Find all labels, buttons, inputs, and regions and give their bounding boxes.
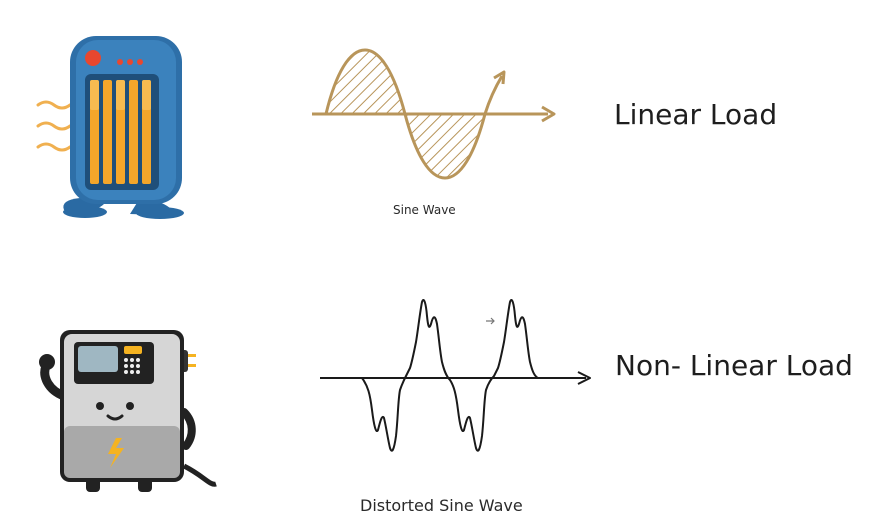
distorted-sine-wave-caption: Distorted Sine Wave <box>360 496 523 515</box>
linear-load-label: Linear Load <box>614 98 778 131</box>
small-arrow-icon <box>486 317 495 325</box>
distorted-wave-diagram <box>320 298 591 452</box>
sine-wave-diagram <box>312 48 556 180</box>
smart-meter-icon <box>39 330 217 492</box>
distorted-curve <box>361 298 539 452</box>
non-linear-load-row: Distorted Sine Wave Non- Linear Load <box>0 250 887 521</box>
sine-axis-arrowhead <box>541 105 556 123</box>
sine-curve-arrowhead <box>493 70 506 85</box>
sine-curve <box>324 48 504 180</box>
sine-wave-caption: Sine Wave <box>393 203 456 217</box>
linear-load-row: Sine Wave Linear Load <box>0 0 887 250</box>
space-heater-icon <box>36 36 184 219</box>
distorted-axis-arrowhead <box>577 371 591 385</box>
non-linear-load-label: Non- Linear Load <box>615 349 853 382</box>
